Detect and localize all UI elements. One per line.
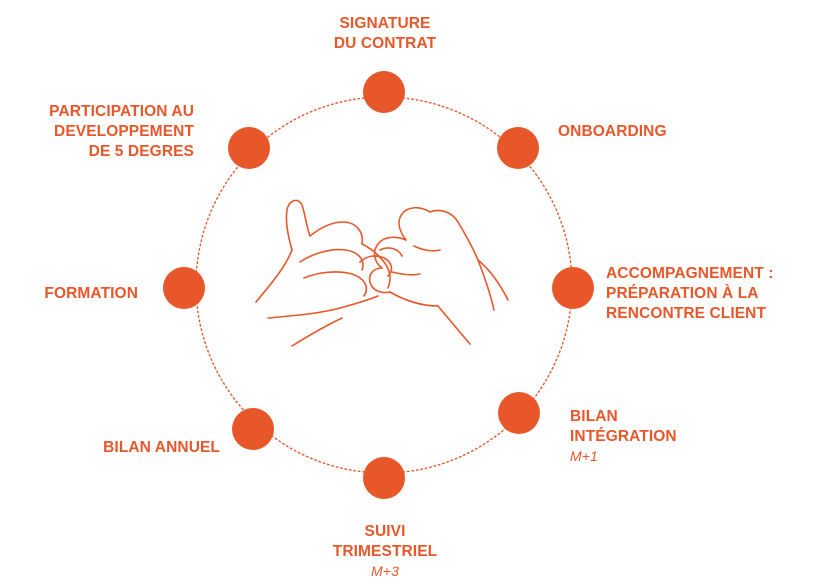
step-label-line: ACCOMPAGNEMENT : <box>606 265 774 282</box>
step-label-line: RENCONTRE CLIENT <box>606 305 767 322</box>
step-label-line: PARTICIPATION AU <box>49 103 194 120</box>
pinky-promise-hands-icon <box>255 199 509 347</box>
step-label-bilan-annuel: BILAN ANNUEL <box>20 438 220 458</box>
step-label-bilan-integration: BILAN INTÉGRATION M+1 <box>570 407 677 465</box>
step-dot-accompagnement <box>552 267 594 309</box>
step-label-line: DEVELOPPEMENT <box>54 123 194 140</box>
step-dot-onboarding <box>497 127 539 169</box>
step-label-line: DU CONTRAT <box>333 35 437 52</box>
step-label-line: SIGNATURE <box>339 15 431 32</box>
step-label-line: BILAN ANNUEL <box>103 439 220 456</box>
step-dot-participation <box>228 127 270 169</box>
step-label-line: DE 5 DEGRES <box>88 143 194 160</box>
step-dot-bilan-annuel <box>232 408 274 450</box>
step-dot-suivi <box>363 457 405 499</box>
step-dot-signature <box>363 71 405 113</box>
step-label-line: FORMATION <box>44 285 138 302</box>
step-label-participation: PARTICIPATION AU DEVELOPPEMENT DE 5 DEGR… <box>8 102 194 162</box>
step-label-formation: FORMATION <box>20 284 138 304</box>
step-label-accompagnement: ACCOMPAGNEMENT : PRÉPARATION À LA RENCON… <box>606 264 774 324</box>
step-label-line: BILAN <box>570 408 618 425</box>
step-label-timing: M+3 <box>371 563 399 579</box>
step-label-suivi: SUIVI TRIMESTRIEL M+3 <box>300 522 470 580</box>
step-label-line: INTÉGRATION <box>570 428 677 445</box>
step-label-line: SUIVI <box>364 523 406 540</box>
step-label-line: TRIMESTRIEL <box>332 543 438 560</box>
step-label-line: ONBOARDING <box>558 123 667 140</box>
step-dot-bilan-integration <box>498 392 540 434</box>
step-dot-formation <box>163 267 205 309</box>
step-label-signature: SIGNATURE DU CONTRAT <box>300 14 470 54</box>
step-label-onboarding: ONBOARDING <box>558 122 667 142</box>
step-label-line: PRÉPARATION À LA <box>606 285 759 302</box>
step-label-timing: M+1 <box>570 448 598 464</box>
